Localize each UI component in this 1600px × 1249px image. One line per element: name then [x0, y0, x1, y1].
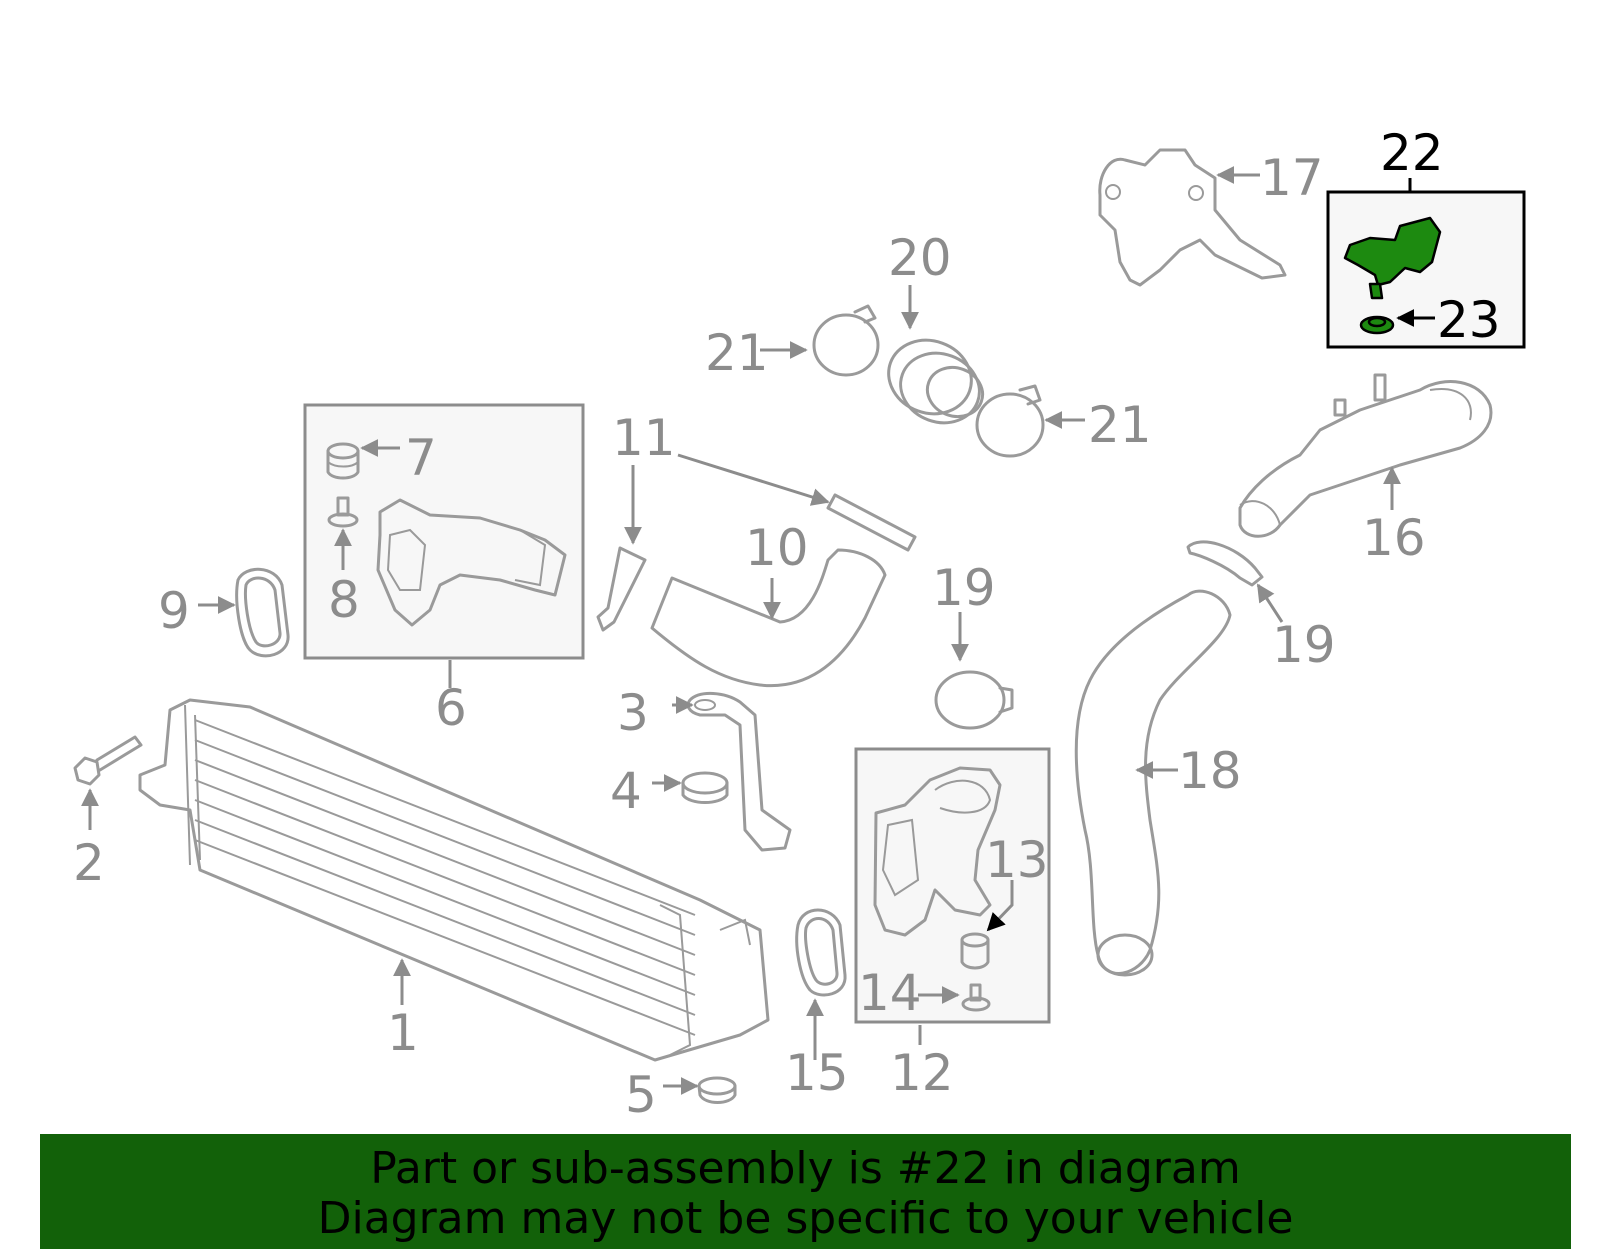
part-intercooler	[138, 698, 770, 1062]
part-hose-18-end	[1096, 933, 1154, 977]
callout-2: 2	[73, 834, 105, 892]
callout-19b: 19	[1272, 616, 1336, 674]
callout-21a: 21	[705, 324, 769, 382]
part-pipe-16	[1238, 373, 1493, 538]
banner-line-2: Diagram may not be specific to your vehi…	[317, 1193, 1294, 1244]
callout-13: 13	[985, 831, 1049, 889]
callout-6: 6	[435, 679, 467, 737]
callout-17: 17	[1260, 149, 1324, 207]
part-clamp-19b	[1186, 540, 1264, 587]
callout-8: 8	[328, 571, 360, 629]
part-clamp-21a	[812, 304, 880, 377]
part-gasket-9	[235, 567, 290, 658]
callout-18: 18	[1178, 742, 1242, 800]
callout-10: 10	[745, 519, 809, 577]
callout-9: 9	[158, 582, 190, 640]
part-clamp-21b	[975, 384, 1045, 458]
callout-23: 23	[1437, 291, 1501, 349]
callout-21b: 21	[1088, 396, 1152, 454]
part-grommet-5	[697, 1076, 737, 1104]
callout-7: 7	[405, 429, 437, 487]
assembly-box-12	[854, 747, 1051, 1024]
part-bolt-14	[961, 983, 991, 1012]
leader-lines	[81, 166, 1435, 1095]
part-cap-13	[960, 932, 990, 970]
callout-20: 20	[888, 229, 952, 287]
callout-14: 14	[858, 964, 922, 1022]
part-bolt-8	[327, 496, 359, 528]
part-hose-18	[1074, 589, 1232, 975]
callout-1: 1	[387, 1004, 419, 1062]
callout-11: 11	[612, 409, 676, 467]
info-banner: Part or sub-assembly is #22 in diagram D…	[40, 1134, 1571, 1249]
callout-12: 12	[890, 1044, 954, 1102]
callout-3: 3	[617, 684, 649, 742]
callout-22: 22	[1380, 124, 1444, 182]
part-grommet-4	[681, 771, 729, 804]
callout-4: 4	[610, 762, 642, 820]
part-gasket-15	[795, 908, 847, 997]
callout-19a: 19	[932, 559, 996, 617]
callout-16: 16	[1362, 509, 1426, 567]
part-cap-7	[326, 442, 360, 480]
banner-line-1: Part or sub-assembly is #22 in diagram	[370, 1143, 1241, 1194]
part-oring-23-highlighted	[1359, 315, 1395, 335]
part-coupler-20	[887, 338, 985, 425]
part-bracket-17	[1098, 148, 1287, 287]
part-pipe-6	[376, 498, 567, 627]
part-sensor-22-highlighted	[1343, 216, 1442, 300]
part-clamp-19a	[934, 670, 1014, 730]
part-hose-10	[650, 548, 887, 688]
callout-15: 15	[785, 1044, 849, 1102]
callout-5: 5	[625, 1066, 657, 1124]
part-elbow-12	[873, 766, 1002, 937]
part-bolt-2	[73, 735, 143, 786]
part-sensor-11	[596, 493, 917, 632]
